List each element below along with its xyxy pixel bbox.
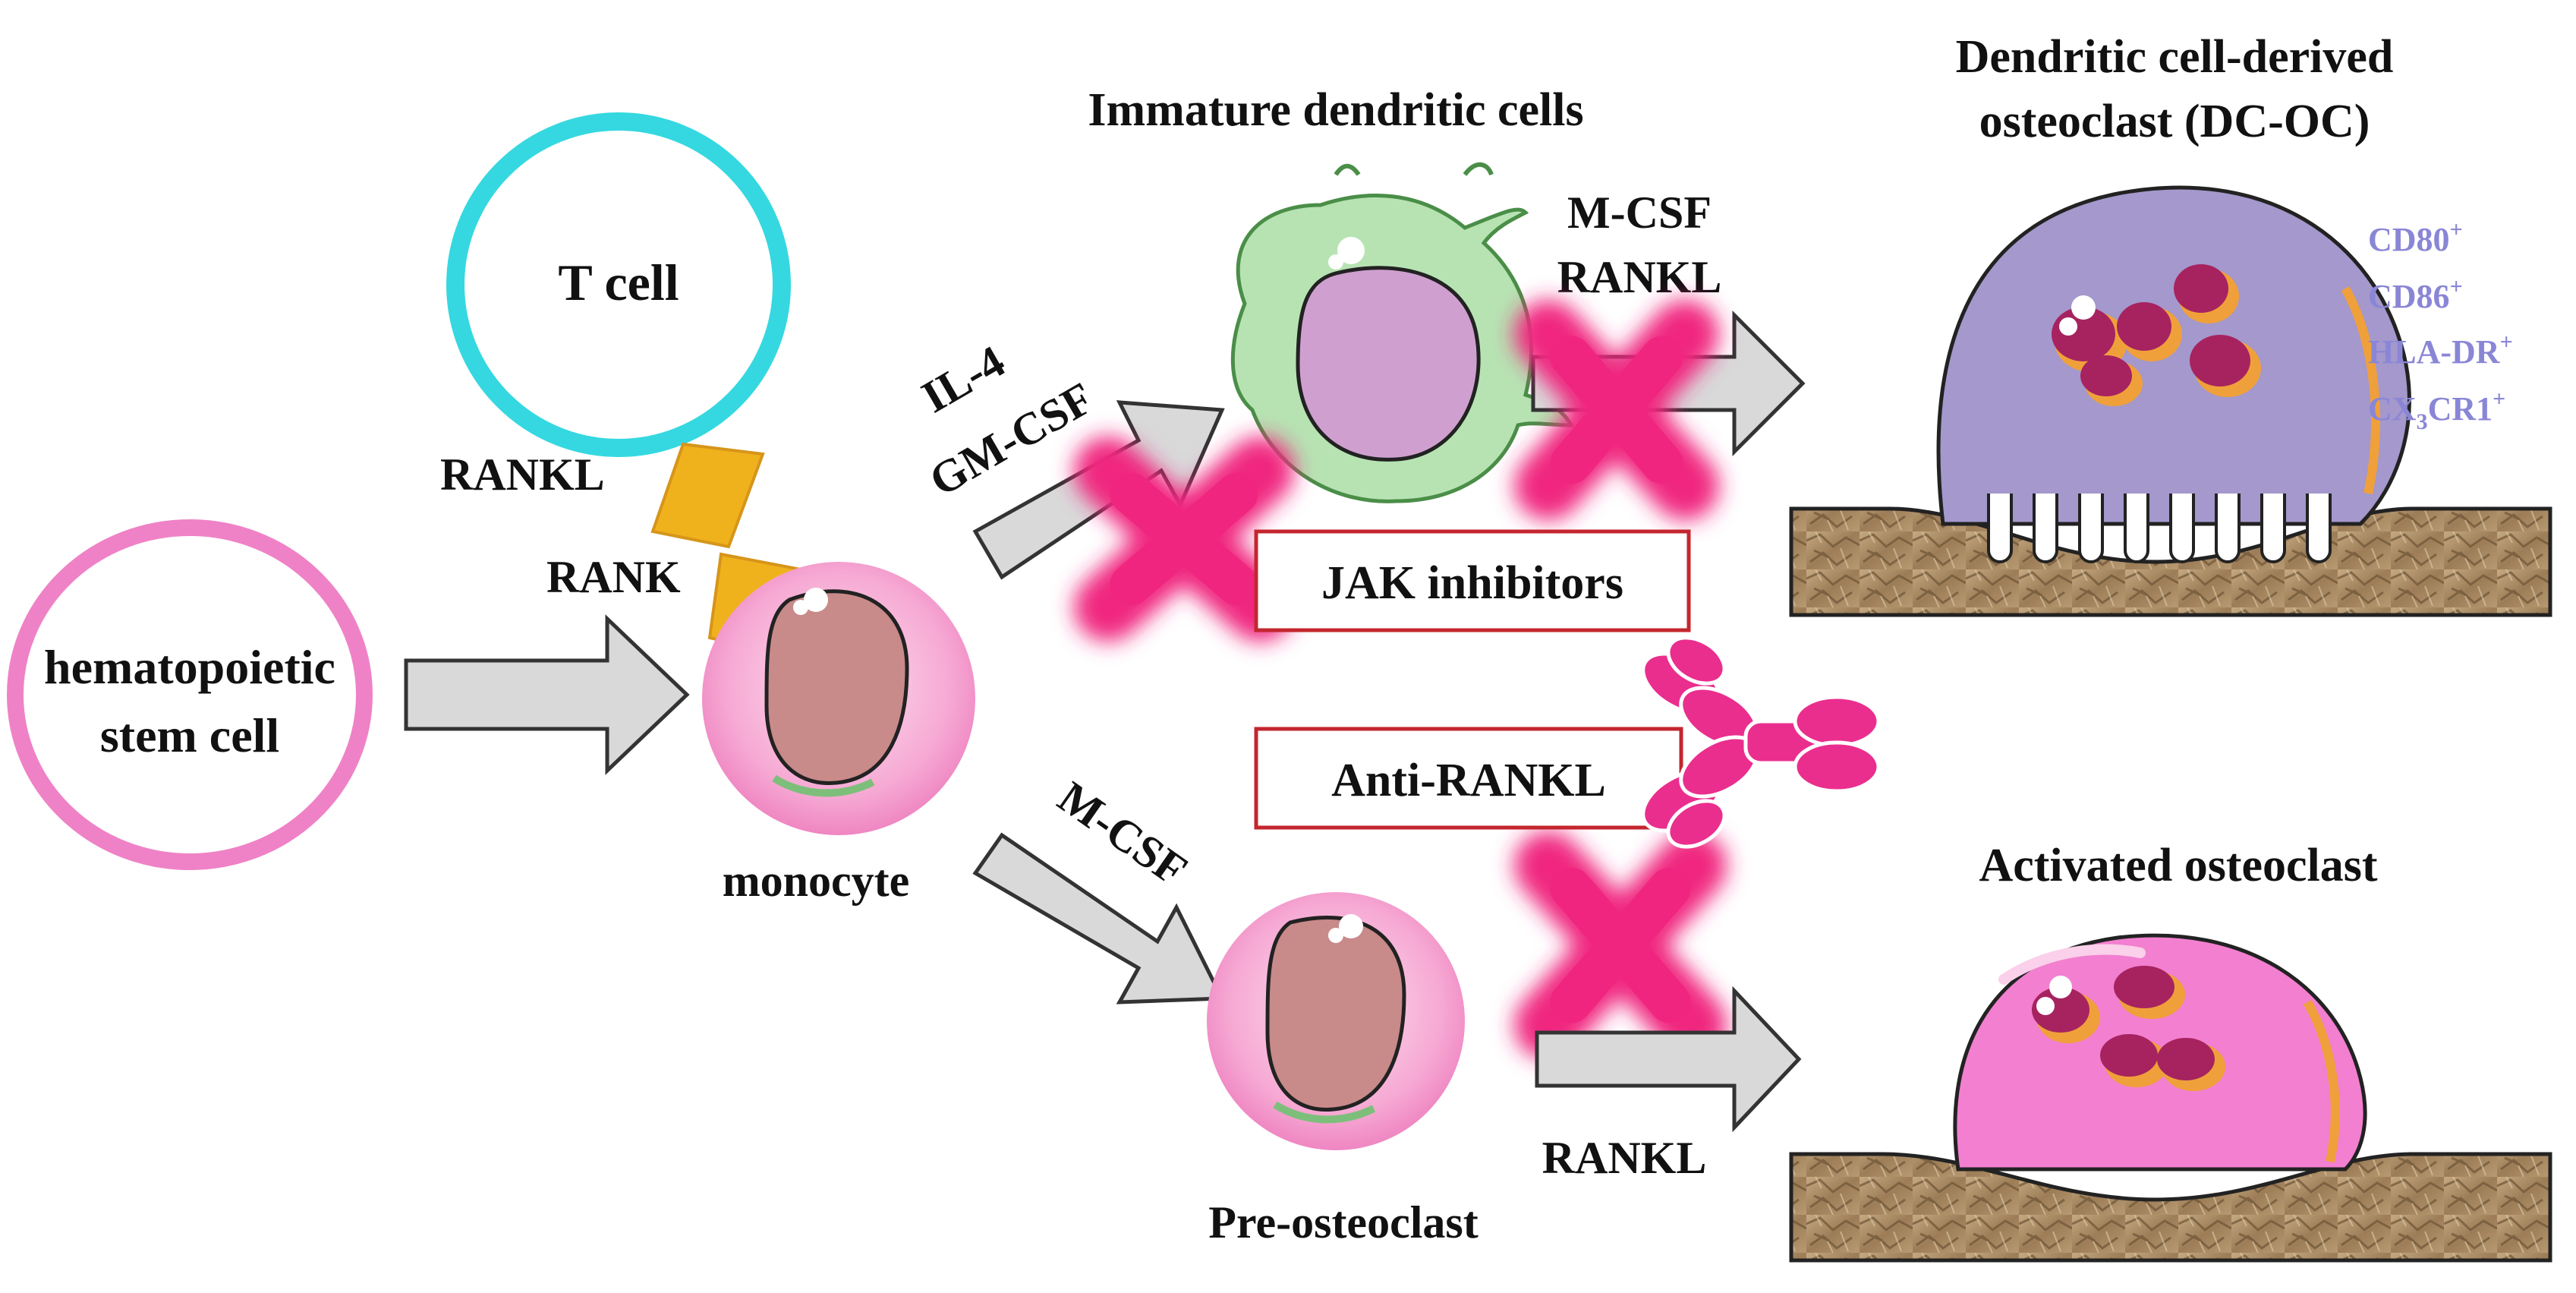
inhibit-mark-idc-left [1074, 437, 1294, 642]
monocyte-cell: monocyte [702, 562, 975, 906]
dc-nucleus [1296, 266, 1481, 462]
marker-cx3cr1: CX3CR1+ [2368, 386, 2505, 434]
aoc-nuclei [2032, 966, 2225, 1091]
dc-highlight [1337, 237, 1365, 264]
preoc-membrane [1273, 1101, 1376, 1124]
activated-osteoclast-label: Activated osteoclast [1979, 840, 2377, 891]
arrow-preoc-to-aoc [1535, 986, 1802, 1133]
dcoc-base [1966, 456, 2353, 494]
dc-highlight-small [1328, 254, 1343, 270]
monocyte-membrane [772, 774, 875, 797]
dcoc-rim [2341, 286, 2380, 495]
hsc-ring [7, 519, 373, 870]
dcoc-nuclei [2052, 264, 2261, 406]
arrow-monocyte-to-preoc [972, 832, 1225, 1004]
hsc-label-line1: hematopoietic [44, 640, 335, 694]
inhibit-mark-preoc [1514, 831, 1727, 1059]
jak-box-border [1254, 529, 1691, 632]
rankl-upper-label: RANKL [1557, 252, 1722, 302]
anti-rankl-box: Anti-RANKL [1254, 727, 1683, 830]
preoc-highlight-small [1328, 928, 1343, 943]
activated-osteoclast [1953, 933, 2367, 1172]
hematopoietic-stem-cell: hematopoietic stem cell [7, 519, 373, 870]
t-cell-ring [446, 112, 791, 457]
pre-osteoclast-cell: Pre-osteoclast [1207, 892, 1479, 1247]
preoc-highlight [1339, 914, 1363, 938]
dcoc-ruffled-border [1987, 477, 2332, 563]
aoc-rim [2303, 999, 2340, 1163]
hsc-label-line2: stem cell [100, 708, 279, 762]
anti-rankl-box-border [1254, 727, 1683, 830]
aoc-shine [1998, 944, 2146, 985]
jak-inhibitors-box: JAK inhibitors [1254, 529, 1691, 632]
anti-rankl-box-label: Anti-RANKL [1331, 755, 1606, 806]
immature-dendritic-cell [1230, 162, 1575, 503]
dcoc-markers: CD80+ CD86+ HLA-DR+ CX3CR1+ [2368, 217, 2513, 434]
monocyte-highlight [804, 588, 828, 612]
imdc-title: Immature dendritic cells [1088, 84, 1583, 136]
dcoc-body [1936, 185, 2411, 526]
mcsf-lower-label: M-CSF [1050, 772, 1196, 896]
monocyte-nucleus [764, 589, 909, 785]
monocyte-highlight-small [793, 600, 808, 615]
marker-hla-dr: HLA-DR+ [2368, 330, 2513, 371]
dc-dendrite [1334, 162, 1494, 176]
rank-label: RANK [546, 552, 681, 602]
rankl-tcell-label: RANKL [440, 449, 605, 500]
rankl-rank-binding: RANKL RANK [440, 442, 803, 655]
t-cell: T cell [446, 112, 791, 457]
dcoc-title-line2: osteoclast (DC-OC) [1979, 96, 2370, 147]
t-cell-label: T cell [558, 254, 679, 311]
pre-osteoclast-label: Pre-osteoclast [1208, 1197, 1478, 1247]
mcsf-upper-label: M-CSF [1567, 188, 1712, 238]
preoc-nucleus [1265, 916, 1406, 1112]
rankl-lower-label: RANKL [1542, 1133, 1707, 1183]
arrow-hsc-to-monocyte [404, 614, 690, 775]
rankl-bar [650, 442, 765, 549]
dcoc-title-line1: Dendritic cell-derived [1956, 31, 2394, 83]
inhibit-mark-idc-right [1514, 300, 1719, 520]
marker-cd80: CD80+ [2368, 217, 2463, 258]
antibody-icon [1641, 635, 1881, 849]
dc-derived-osteoclast [1936, 185, 2411, 563]
il4-label: IL-4 [914, 336, 1013, 422]
monocyte-label: monocyte [723, 856, 910, 906]
marker-cd86: CD86+ [2368, 274, 2463, 315]
jak-box-label: JAK inhibitors [1321, 557, 1623, 609]
